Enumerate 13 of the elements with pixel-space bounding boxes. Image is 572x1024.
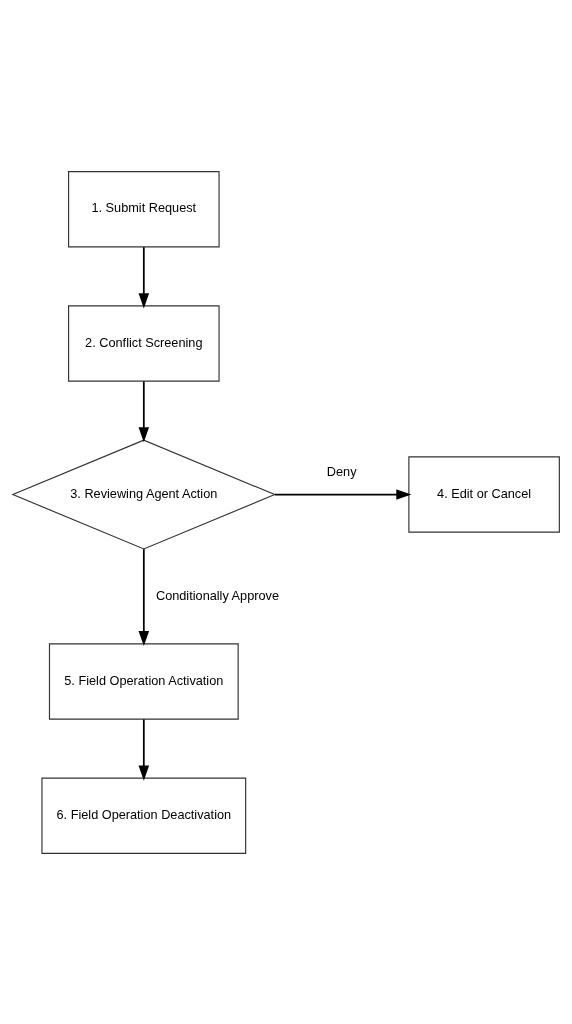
arrow: [138, 718, 150, 781]
edge-label: Deny: [326, 463, 357, 479]
arrow: [274, 488, 412, 500]
node-box: 5. Field Operation Activation: [48, 642, 239, 720]
arrow: [138, 245, 150, 308]
node-box: 6. Field Operation Deactivation: [41, 777, 247, 854]
arrow: [138, 547, 150, 646]
node-box: 2. Conflict Screening: [68, 304, 220, 382]
node-diamond: 3. Reviewing Agent Action: [11, 439, 277, 550]
node-box: 1. Submit Request: [68, 170, 220, 247]
arrow: [138, 380, 150, 442]
node-box: 4. Edit or Cancel: [408, 455, 560, 533]
edge-label: Conditionally Approve: [155, 587, 279, 603]
